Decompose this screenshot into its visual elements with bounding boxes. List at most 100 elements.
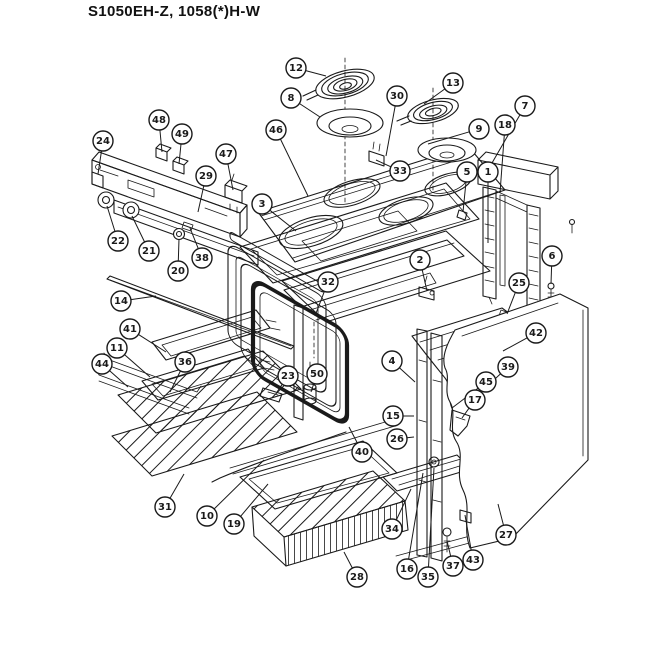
svg-text:27: 27 (499, 530, 513, 541)
support-rod-art (211, 431, 347, 483)
callout-3: 3 (251, 193, 297, 232)
svg-text:21: 21 (142, 246, 156, 257)
svg-text:19: 19 (227, 519, 241, 530)
callout-26: 26 (386, 428, 415, 450)
callout-23: 23 (276, 365, 299, 393)
door-assembly-art (227, 231, 350, 424)
burner-coil-large-art (315, 68, 375, 100)
drip-bowl-large-art (316, 108, 384, 138)
svg-text:44: 44 (95, 359, 109, 370)
callout-18: 18 (494, 114, 516, 194)
callout-6: 6 (541, 245, 563, 285)
callout-15: 15 (382, 405, 414, 427)
svg-text:26: 26 (390, 434, 404, 445)
callout-10: 10 (196, 459, 265, 527)
leveling-roller-art (428, 456, 440, 468)
svg-text:24: 24 (96, 136, 110, 147)
bolt-art (442, 509, 472, 553)
callout-50: 50 (306, 363, 328, 393)
svg-text:35: 35 (421, 572, 435, 583)
svg-text:36: 36 (178, 357, 192, 368)
callout-27: 27 (495, 503, 517, 546)
maintop-frame-art (239, 182, 480, 284)
callout-11: 11 (106, 337, 151, 378)
page-title: S1050EH-Z, 1058(*)H-W (88, 3, 261, 20)
svg-text:15: 15 (386, 411, 400, 422)
svg-text:9: 9 (476, 124, 483, 135)
svg-text:6: 6 (549, 251, 556, 262)
callout-2: 2 (409, 249, 431, 292)
side-panel-art (443, 293, 589, 549)
svg-text:22: 22 (111, 236, 125, 247)
svg-text:25: 25 (512, 278, 526, 289)
svg-text:2: 2 (417, 255, 424, 266)
callout-31: 31 (154, 473, 185, 518)
callout-21: 21 (131, 215, 160, 262)
burner-coil-small-art (407, 97, 459, 125)
callout-14: 14 (110, 290, 157, 312)
callout-9: 9 (427, 118, 490, 145)
bottom-rail-art (229, 419, 396, 475)
callout-22: 22 (106, 205, 129, 252)
svg-text:49: 49 (175, 129, 189, 140)
callout-1: 1 (477, 161, 499, 243)
callout-49: 49 (171, 123, 193, 165)
svg-text:43: 43 (466, 555, 480, 566)
door-hinge-art (449, 409, 471, 437)
coil-terminal-art (302, 89, 319, 101)
svg-text:41: 41 (123, 324, 137, 335)
callout-48: 48 (148, 109, 170, 153)
broil-element-art (151, 309, 281, 361)
callout-29: 29 (195, 165, 217, 213)
callout-35: 35 (417, 467, 439, 588)
callout-46: 46 (265, 119, 309, 197)
svg-text:48: 48 (152, 115, 166, 126)
callout-40: 40 (348, 426, 373, 463)
svg-text:31: 31 (158, 502, 172, 513)
svg-text:45: 45 (479, 377, 493, 388)
switch-art (155, 143, 248, 214)
svg-text:39: 39 (501, 362, 515, 373)
callout-7: 7 (491, 95, 536, 164)
svg-text:33: 33 (393, 166, 407, 177)
callout-41: 41 (119, 318, 167, 353)
callout-33: 33 (375, 159, 411, 182)
svg-text:30: 30 (390, 91, 404, 102)
callout-36: 36 (169, 351, 196, 393)
callout-20: 20 (167, 238, 189, 282)
svg-text:12: 12 (289, 63, 303, 74)
svg-text:40: 40 (355, 447, 369, 458)
coil-terminal-art-2 (396, 115, 412, 126)
door-small-parts-art (259, 321, 317, 405)
svg-text:32: 32 (321, 277, 335, 288)
callout-13: 13 (423, 72, 464, 105)
svg-text:11: 11 (110, 343, 124, 354)
terminal-block-art (368, 141, 385, 167)
callout-16: 16 (396, 472, 424, 580)
callout-30: 30 (385, 85, 408, 157)
callout-32: 32 (314, 271, 339, 317)
callout-44: 44 (91, 353, 129, 388)
svg-text:1: 1 (485, 167, 492, 178)
drawer-rail-art (395, 535, 474, 563)
svg-text:46: 46 (269, 125, 283, 136)
svg-text:7: 7 (522, 101, 529, 112)
callout-5: 5 (456, 161, 478, 213)
svg-text:28: 28 (350, 572, 364, 583)
svg-text:4: 4 (389, 356, 396, 367)
svg-text:29: 29 (199, 171, 213, 182)
callout-19: 19 (223, 483, 269, 535)
svg-text:47: 47 (219, 149, 233, 160)
svg-text:17: 17 (468, 395, 482, 406)
callout-4: 4 (381, 350, 416, 383)
callout-47: 47 (215, 143, 237, 191)
callout-25: 25 (506, 272, 530, 315)
callout-12: 12 (285, 57, 327, 79)
callout-24: 24 (92, 130, 114, 175)
svg-text:20: 20 (171, 266, 185, 277)
callout-28: 28 (343, 551, 368, 588)
callout-43: 43 (462, 514, 484, 571)
svg-text:3: 3 (259, 199, 266, 210)
